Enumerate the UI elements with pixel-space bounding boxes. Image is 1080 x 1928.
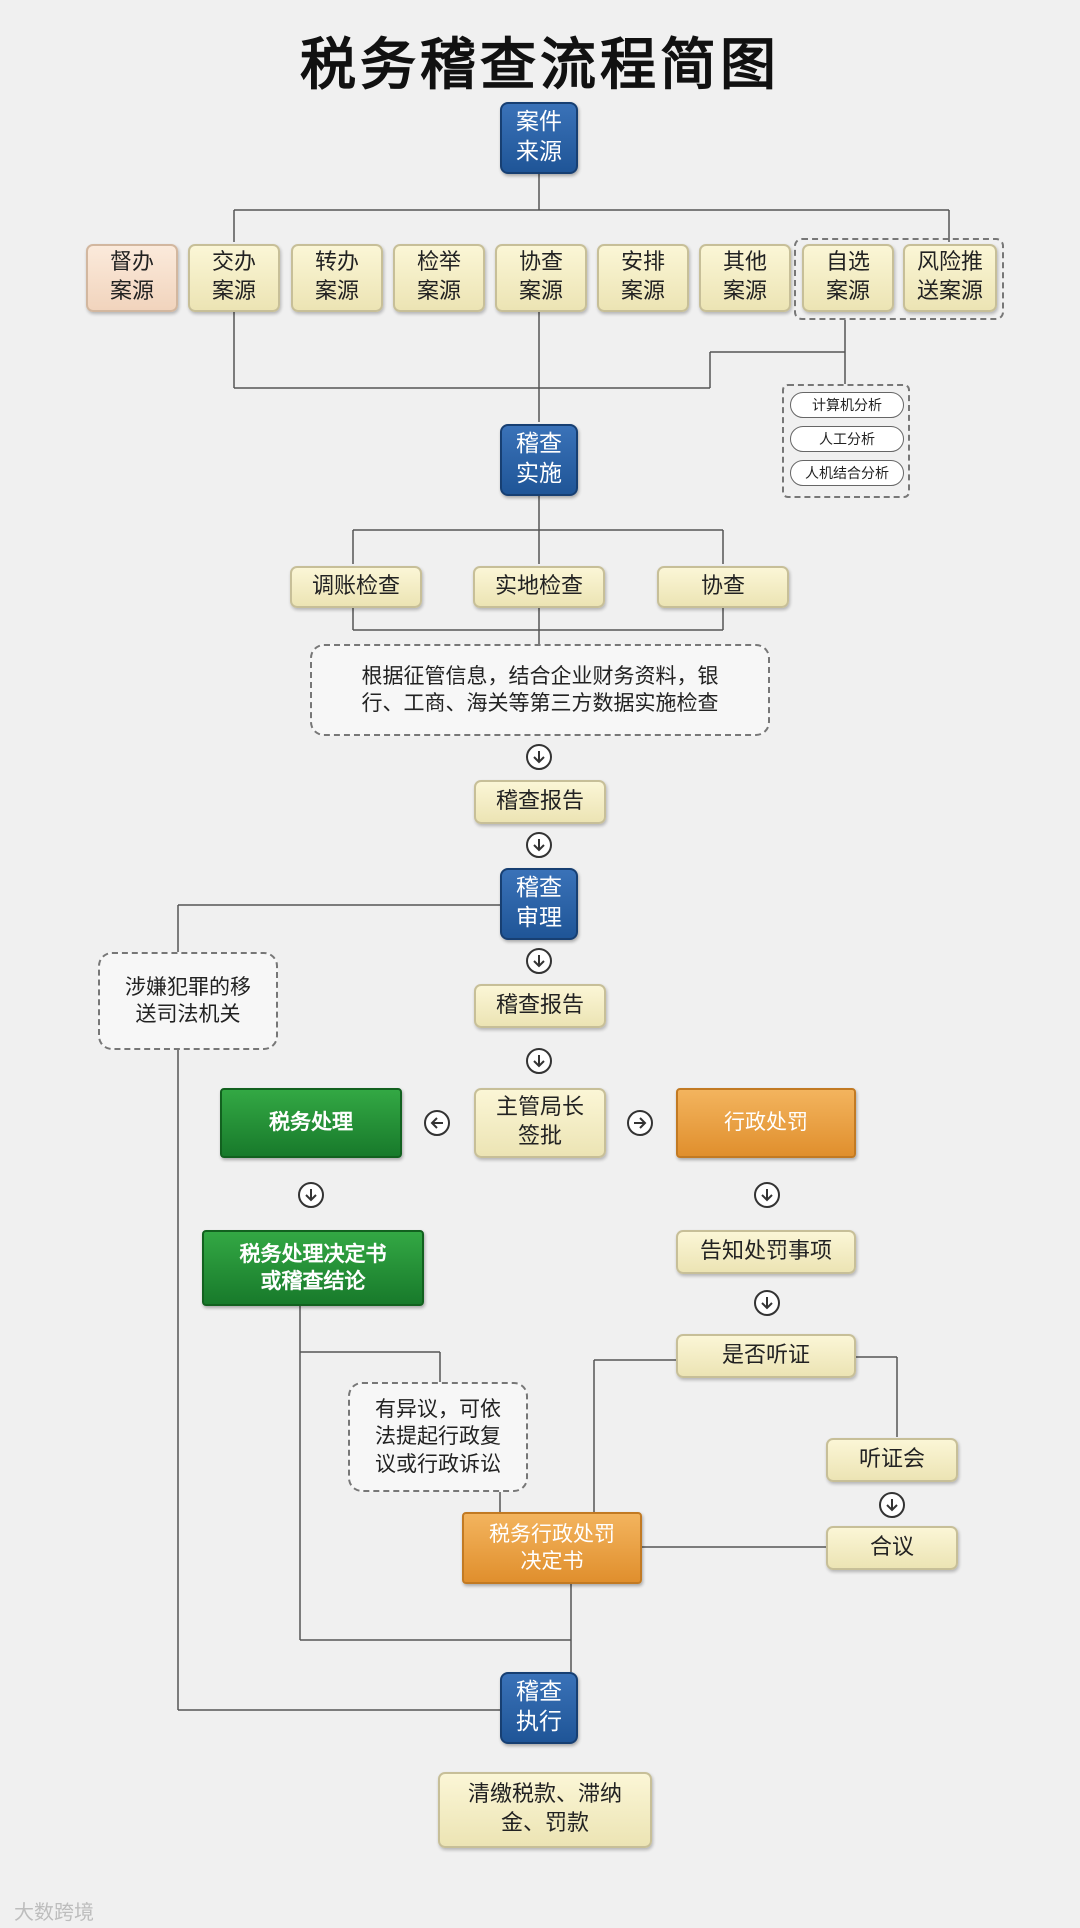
method-onsite-check: 实地检查 [473,566,605,608]
source-arranged: 安排 案源 [597,244,689,312]
criminal-transfer-note: 涉嫌犯罪的移 送司法机关 [98,952,278,1050]
source-reported: 检举 案源 [393,244,485,312]
objection-note: 有异议，可依 法提起行政复 议或行政诉讼 [348,1382,528,1492]
arrow-down-icon [526,744,552,770]
arrow-down-icon [526,1048,552,1074]
analysis-computer: 计算机分析 [790,392,904,418]
execution-node: 稽查 执行 [500,1672,578,1744]
director-approval-node: 主管局长 签批 [474,1088,606,1158]
hearing-question-node: 是否听证 [676,1334,856,1378]
arrow-right-icon [627,1110,653,1136]
source-assigned: 交办 案源 [188,244,280,312]
analysis-group [782,384,910,498]
source-self-selected: 自选 案源 [802,244,894,312]
arrow-left-icon [424,1110,450,1136]
method-note: 根据征管信息，结合企业财务资料，银 行、工商、海关等第三方数据实施检查 [310,644,770,736]
watermark: 大数跨境 [14,1900,94,1924]
source-transferred: 转办 案源 [291,244,383,312]
arrow-down-icon [754,1290,780,1316]
payment-node: 清缴税款、滞纳 金、罚款 [438,1772,652,1848]
self-selected-group [794,238,1004,320]
hearing-node: 听证会 [826,1438,958,1482]
method-cooperation: 协查 [657,566,789,608]
arrow-down-icon [526,832,552,858]
analysis-combined: 人机结合分析 [790,460,904,486]
page-title: 税务稽查流程简图 [300,33,780,98]
review-node: 稽查 审理 [500,868,578,940]
inspection-node: 稽查 实施 [500,424,578,496]
tax-decision-node: 税务处理决定书 或稽查结论 [202,1230,424,1306]
analysis-manual: 人工分析 [790,426,904,452]
inspection-report-2: 稽查报告 [474,984,606,1028]
penalty-decision-node: 税务行政处罚 决定书 [462,1512,642,1584]
source-other: 其他 案源 [699,244,791,312]
source-cooperative: 协查 案源 [495,244,587,312]
deliberation-node: 合议 [826,1526,958,1570]
method-account-check: 调账检查 [290,566,422,608]
arrow-down-icon [879,1492,905,1518]
source-supervised: 督办 案源 [86,244,178,312]
tax-handling-node: 税务处理 [220,1088,402,1158]
arrow-down-icon [298,1182,324,1208]
admin-penalty-node: 行政处罚 [676,1088,856,1158]
inspection-report-1: 稽查报告 [474,780,606,824]
arrow-down-icon [754,1182,780,1208]
notify-penalty-node: 告知处罚事项 [676,1230,856,1274]
source-risk-push: 风险推 送案源 [903,244,997,312]
case-source-node: 案件 来源 [500,102,578,174]
arrow-down-icon [526,948,552,974]
